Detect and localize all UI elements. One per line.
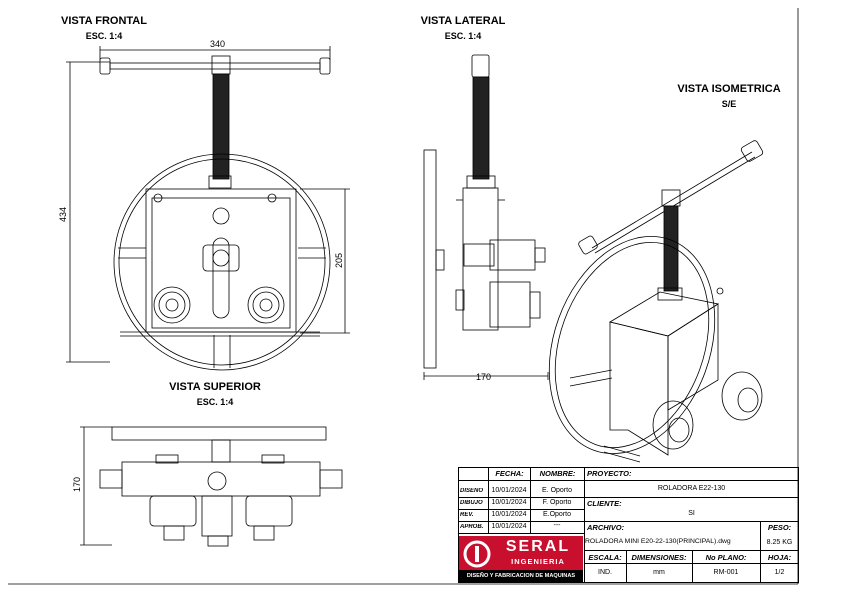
- archivo-value: ROLADORA MINI E20-22-130(PRINCIPAL).dwg: [585, 538, 731, 545]
- nombre-label: NOMBRE:: [539, 469, 576, 478]
- escala-label: ESCALA:: [588, 553, 622, 562]
- plano-value: RM-001: [713, 569, 739, 576]
- iso-view-title: VISTA ISOMETRICA: [677, 83, 781, 95]
- fecha-label: FECHA:: [495, 469, 524, 478]
- dimensiones-label: DIMENSIONES:: [631, 553, 687, 562]
- row-dibujo-date: 10/01/2024: [491, 499, 527, 506]
- side-view-scale: ESC. 1:4: [444, 31, 482, 41]
- logo-tagline: DISEÑO Y FABRICACION DE MAQUINAS: [459, 570, 583, 582]
- row-dibujo-label: DIBUJO: [460, 500, 483, 506]
- front-view-scale: ESC. 1:4: [85, 31, 123, 41]
- logo-mark-icon: [463, 540, 491, 568]
- row-aprob-name: ---: [553, 522, 561, 529]
- row-diseno-name: E. Oporto: [542, 487, 572, 494]
- hoja-label: HOJA:: [767, 553, 792, 562]
- front-dim-width: 340: [210, 39, 225, 49]
- front-dim-plate: 205: [334, 253, 344, 268]
- front-view-title: VISTA FRONTAL: [61, 15, 147, 27]
- peso-label: PESO:: [767, 523, 792, 532]
- logo-subtitle: INGENIERIA: [511, 557, 565, 566]
- top-dim-height: 170: [72, 477, 82, 492]
- cliente-value: SI: [688, 510, 695, 517]
- row-rev-label: REV.: [460, 512, 474, 518]
- side-view-title: VISTA LATERAL: [420, 15, 506, 27]
- front-dim-height: 434: [58, 207, 68, 222]
- iso-view-scale: S/E: [721, 99, 737, 109]
- row-aprob-label: APROB.: [460, 524, 484, 530]
- logo-name: SERAL: [505, 538, 571, 555]
- escala-value: IND.: [598, 569, 612, 576]
- row-rev-date: 10/01/2024: [491, 511, 527, 518]
- row-dibujo-name: F. Oporto: [542, 499, 572, 506]
- row-diseno-label: DISEÑO: [460, 488, 484, 494]
- hoja-value: 1/2: [774, 569, 785, 576]
- row-diseno-date: 10/01/2024: [491, 487, 527, 494]
- proyecto-label: PROYECTO:: [587, 469, 632, 478]
- proyecto-value: ROLADORA E22-130: [657, 485, 726, 492]
- top-view-title: VISTA SUPERIOR: [169, 381, 261, 393]
- row-aprob-date: 10/01/2024: [491, 523, 527, 530]
- dimensiones-value: mm: [653, 569, 665, 576]
- side-dim-depth: 170: [476, 372, 491, 382]
- archivo-label: ARCHIVO:: [587, 523, 625, 532]
- row-rev-name: E.Oporto: [542, 511, 571, 518]
- plano-label: No PLANO:: [705, 553, 747, 562]
- cliente-label: CLIENTE:: [587, 499, 622, 508]
- title-block: [458, 467, 799, 583]
- peso-value: 8.25 KG: [766, 539, 793, 546]
- company-logo: SERAL INGENIERIA DISEÑO Y FABRICACION DE…: [459, 536, 583, 582]
- top-view-scale: ESC. 1:4: [196, 397, 234, 407]
